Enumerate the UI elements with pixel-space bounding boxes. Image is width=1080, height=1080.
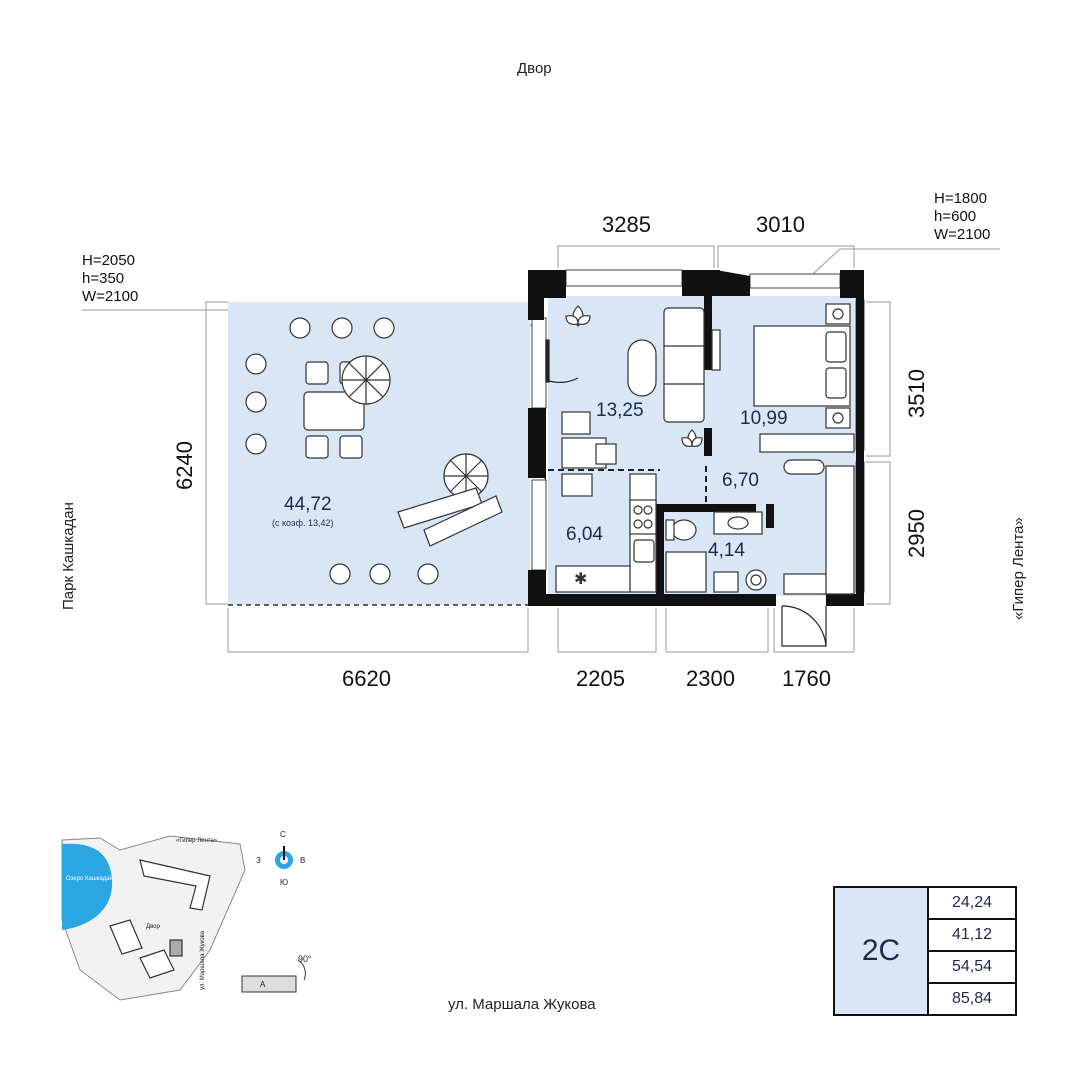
dim-top-2: 3010: [756, 212, 805, 237]
apartment-badge: 2С 24,24 41,12 54,54 85,84: [833, 886, 1017, 1016]
area-hall: 6,70: [722, 470, 759, 491]
spec-h: h=350: [82, 270, 125, 287]
site-lake-label: Озеро Кашкадан: [66, 876, 113, 882]
dim-bottom-4: 1760: [782, 666, 831, 691]
doors: [545, 339, 827, 647]
bathroom-fixtures: [665, 511, 767, 593]
site-street-label: ул. Маршала Жукова: [200, 930, 206, 990]
apartment-area-2: 41,12: [929, 920, 1015, 952]
area-bedroom: 10,99: [740, 408, 788, 429]
window-spec-left: H=2050 h=350 W=2100: [82, 252, 138, 306]
kitchen-furniture: ✱: [555, 473, 657, 593]
room-separators: [548, 466, 707, 504]
compass-south: Ю: [280, 878, 289, 887]
dim-bottom-3: 2300: [686, 666, 735, 691]
label-right-store: «Гипер Лента»: [1010, 517, 1027, 620]
hall-furniture: [783, 459, 855, 595]
area-bathroom: 4,14: [708, 540, 745, 561]
label-top-yard: Двор: [517, 60, 552, 77]
apartment-area-4: 85,84: [951, 990, 993, 1007]
area-terrace-note: (с коэф. 13,42): [272, 518, 334, 528]
apartment-area-3: 54,54: [929, 952, 1015, 984]
compass-north: С: [280, 830, 286, 839]
site-store-label: «Гипер Лента»: [176, 838, 218, 844]
dim-right-1: 3510: [904, 369, 929, 418]
dim-right-2: 2950: [904, 509, 929, 558]
building-blocks: [109, 859, 211, 979]
living-furniture: [561, 307, 705, 469]
dim-bottom-1: 6620: [342, 666, 391, 691]
site-section-label: А: [260, 980, 266, 989]
area-living: 13,25: [596, 400, 644, 421]
site-angle-label: 90°: [298, 954, 312, 964]
terrace-floor: [228, 302, 530, 605]
window-spec-right: H=1800 h=600 W=2100: [934, 190, 990, 244]
spec-W: W=2100: [82, 288, 139, 305]
terrace-furniture: [303, 355, 503, 547]
compass-east: В: [300, 856, 306, 865]
apartment-area-1: 24,24: [929, 888, 1015, 920]
apartment-areas: 24,24 41,12 54,54 85,84: [929, 888, 1015, 1014]
dim-bottom-2: 2205: [576, 666, 625, 691]
dim-left: 6240: [172, 441, 197, 490]
spec-W: W=2100: [934, 226, 991, 243]
walls: [528, 270, 864, 606]
label-left-park: Парк Кашкадан: [60, 502, 77, 610]
lake-shape: [62, 843, 113, 930]
spec-H: H=1800: [934, 190, 987, 207]
svg-text:✱: ✱: [574, 571, 587, 588]
tree-icons: [245, 317, 439, 585]
bedroom-furniture: [711, 303, 855, 453]
site-yard-label: Двор: [146, 924, 160, 930]
dim-top-1: 3285: [602, 212, 651, 237]
compass-west: З: [256, 856, 261, 865]
apartment-type: 2С: [835, 888, 929, 1014]
spec-H: H=2050: [82, 252, 135, 269]
plant-icon: [565, 305, 703, 447]
area-terrace: 44,72: [284, 494, 332, 515]
spec-h: h=600: [934, 208, 977, 225]
area-kitchen: 6,04: [566, 524, 603, 545]
site-plan: [61, 835, 306, 1001]
label-bottom-street: ул. Маршала Жукова: [448, 996, 596, 1013]
